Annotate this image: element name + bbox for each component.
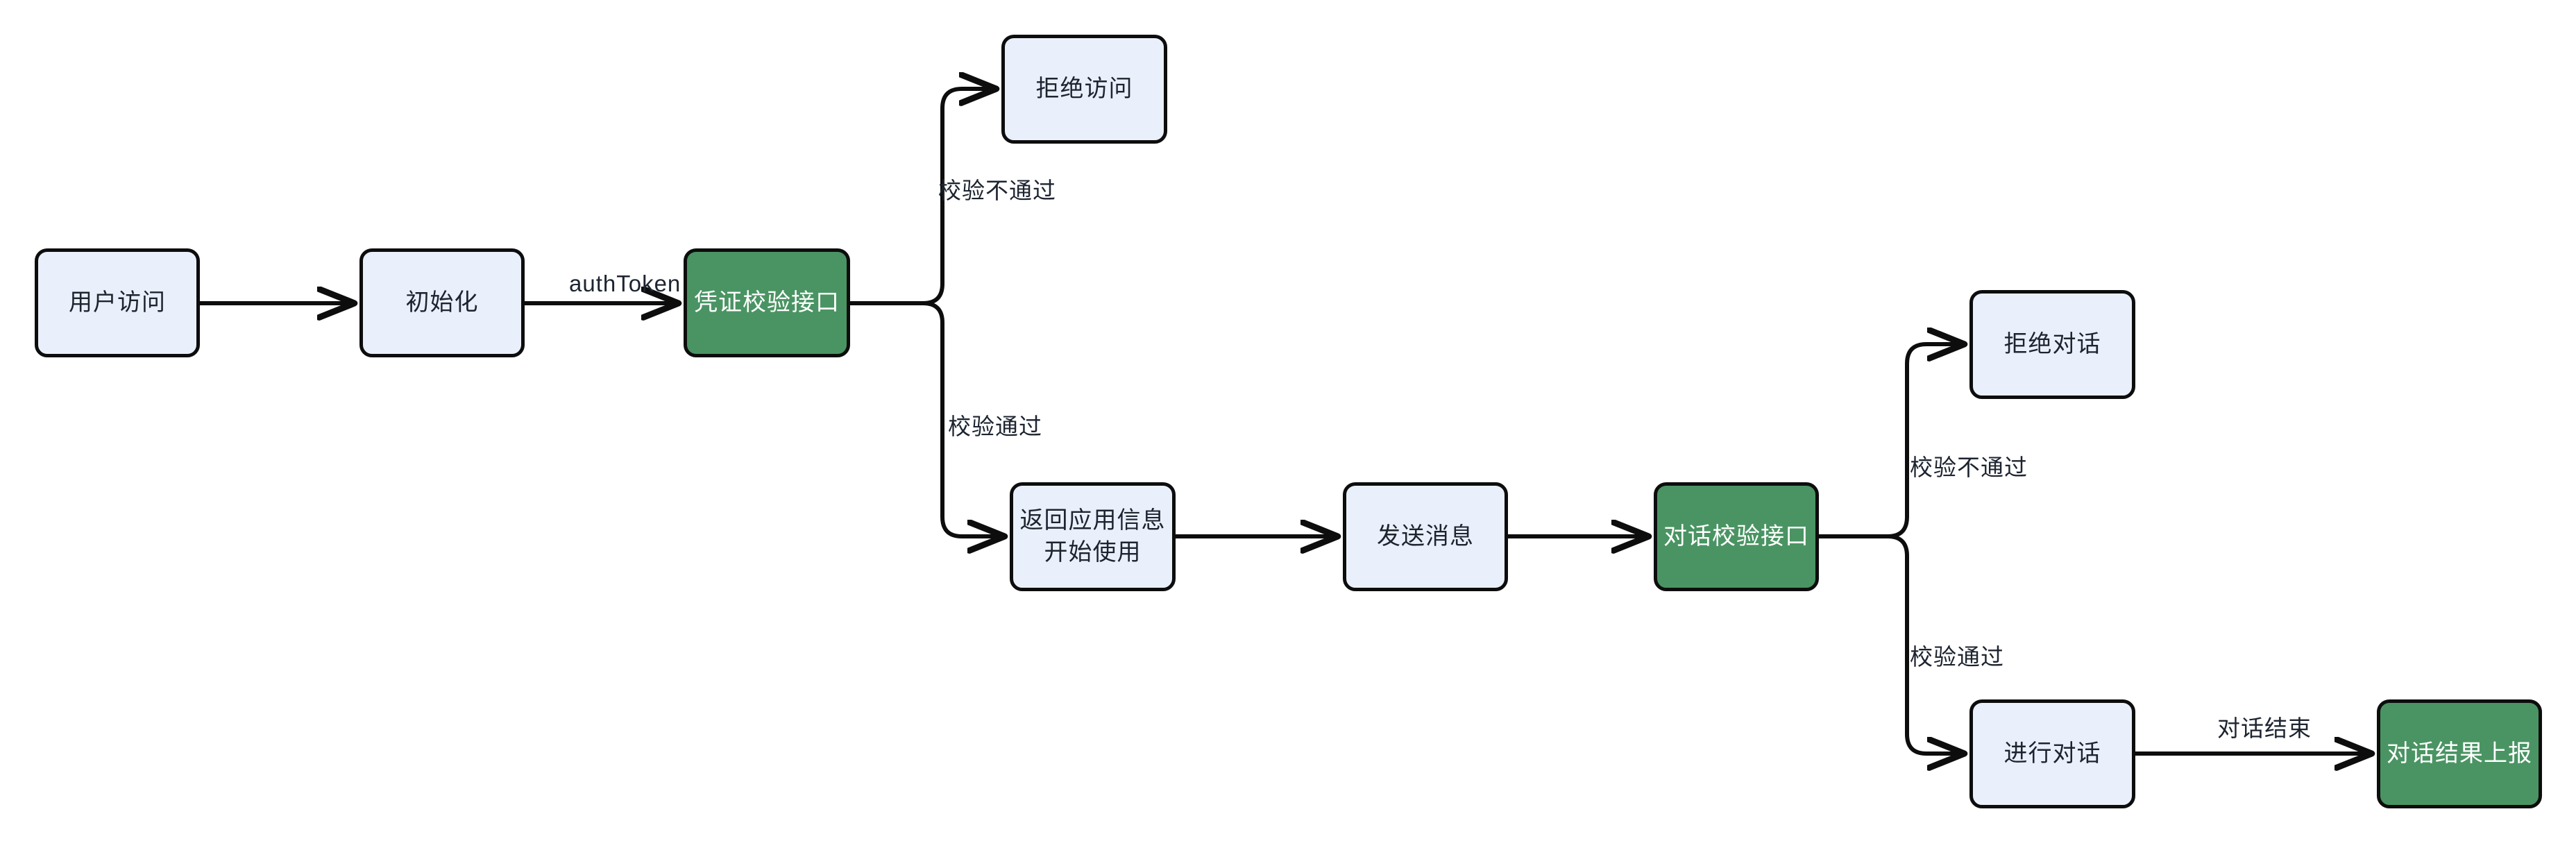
node-label: 进行对话 — [2003, 740, 2101, 767]
edge-label-auth-token: authToken — [569, 271, 681, 296]
edge-label-auth-failed: 校验不通过 — [938, 178, 1056, 203]
edge-split2-to-deny-dialog — [1887, 344, 1965, 538]
node-deny-dialog[interactable]: 拒绝对话 — [1969, 290, 2135, 399]
node-label: 对话结果上报 — [2387, 740, 2532, 767]
node-user-access[interactable]: 用户访问 — [35, 248, 200, 357]
node-report-result[interactable]: 对话结果上报 — [2377, 699, 2542, 808]
node-label: 拒绝访问 — [1035, 75, 1133, 102]
node-return-app-info[interactable]: 返回应用信息 开始使用 — [1010, 482, 1176, 591]
edge-label-auth-passed: 校验通过 — [948, 414, 1042, 439]
node-label: 初始化 — [405, 289, 479, 316]
node-send-message[interactable]: 发送消息 — [1343, 482, 1508, 591]
edge-label-dialog-end: 对话结束 — [2217, 715, 2312, 741]
node-init[interactable]: 初始化 — [359, 248, 525, 357]
node-label: 凭证校验接口 — [694, 289, 840, 316]
edge-label-dialog-check-passed: 校验通过 — [1910, 644, 2004, 670]
node-label: 拒绝对话 — [2003, 330, 2101, 357]
node-auth-api[interactable]: 凭证校验接口 — [684, 248, 850, 357]
node-do-dialog[interactable]: 进行对话 — [1969, 699, 2135, 808]
node-dialog-check-api[interactable]: 对话校验接口 — [1654, 482, 1819, 591]
node-label: 返回应用信息 开始使用 — [1019, 507, 1166, 566]
node-label: 对话校验接口 — [1663, 523, 1809, 550]
node-deny-access[interactable]: 拒绝访问 — [1001, 35, 1167, 144]
edge-label-dialog-check-failed: 校验不通过 — [1910, 455, 2028, 480]
node-label: 用户访问 — [69, 289, 166, 316]
node-label: 发送消息 — [1377, 523, 1474, 550]
